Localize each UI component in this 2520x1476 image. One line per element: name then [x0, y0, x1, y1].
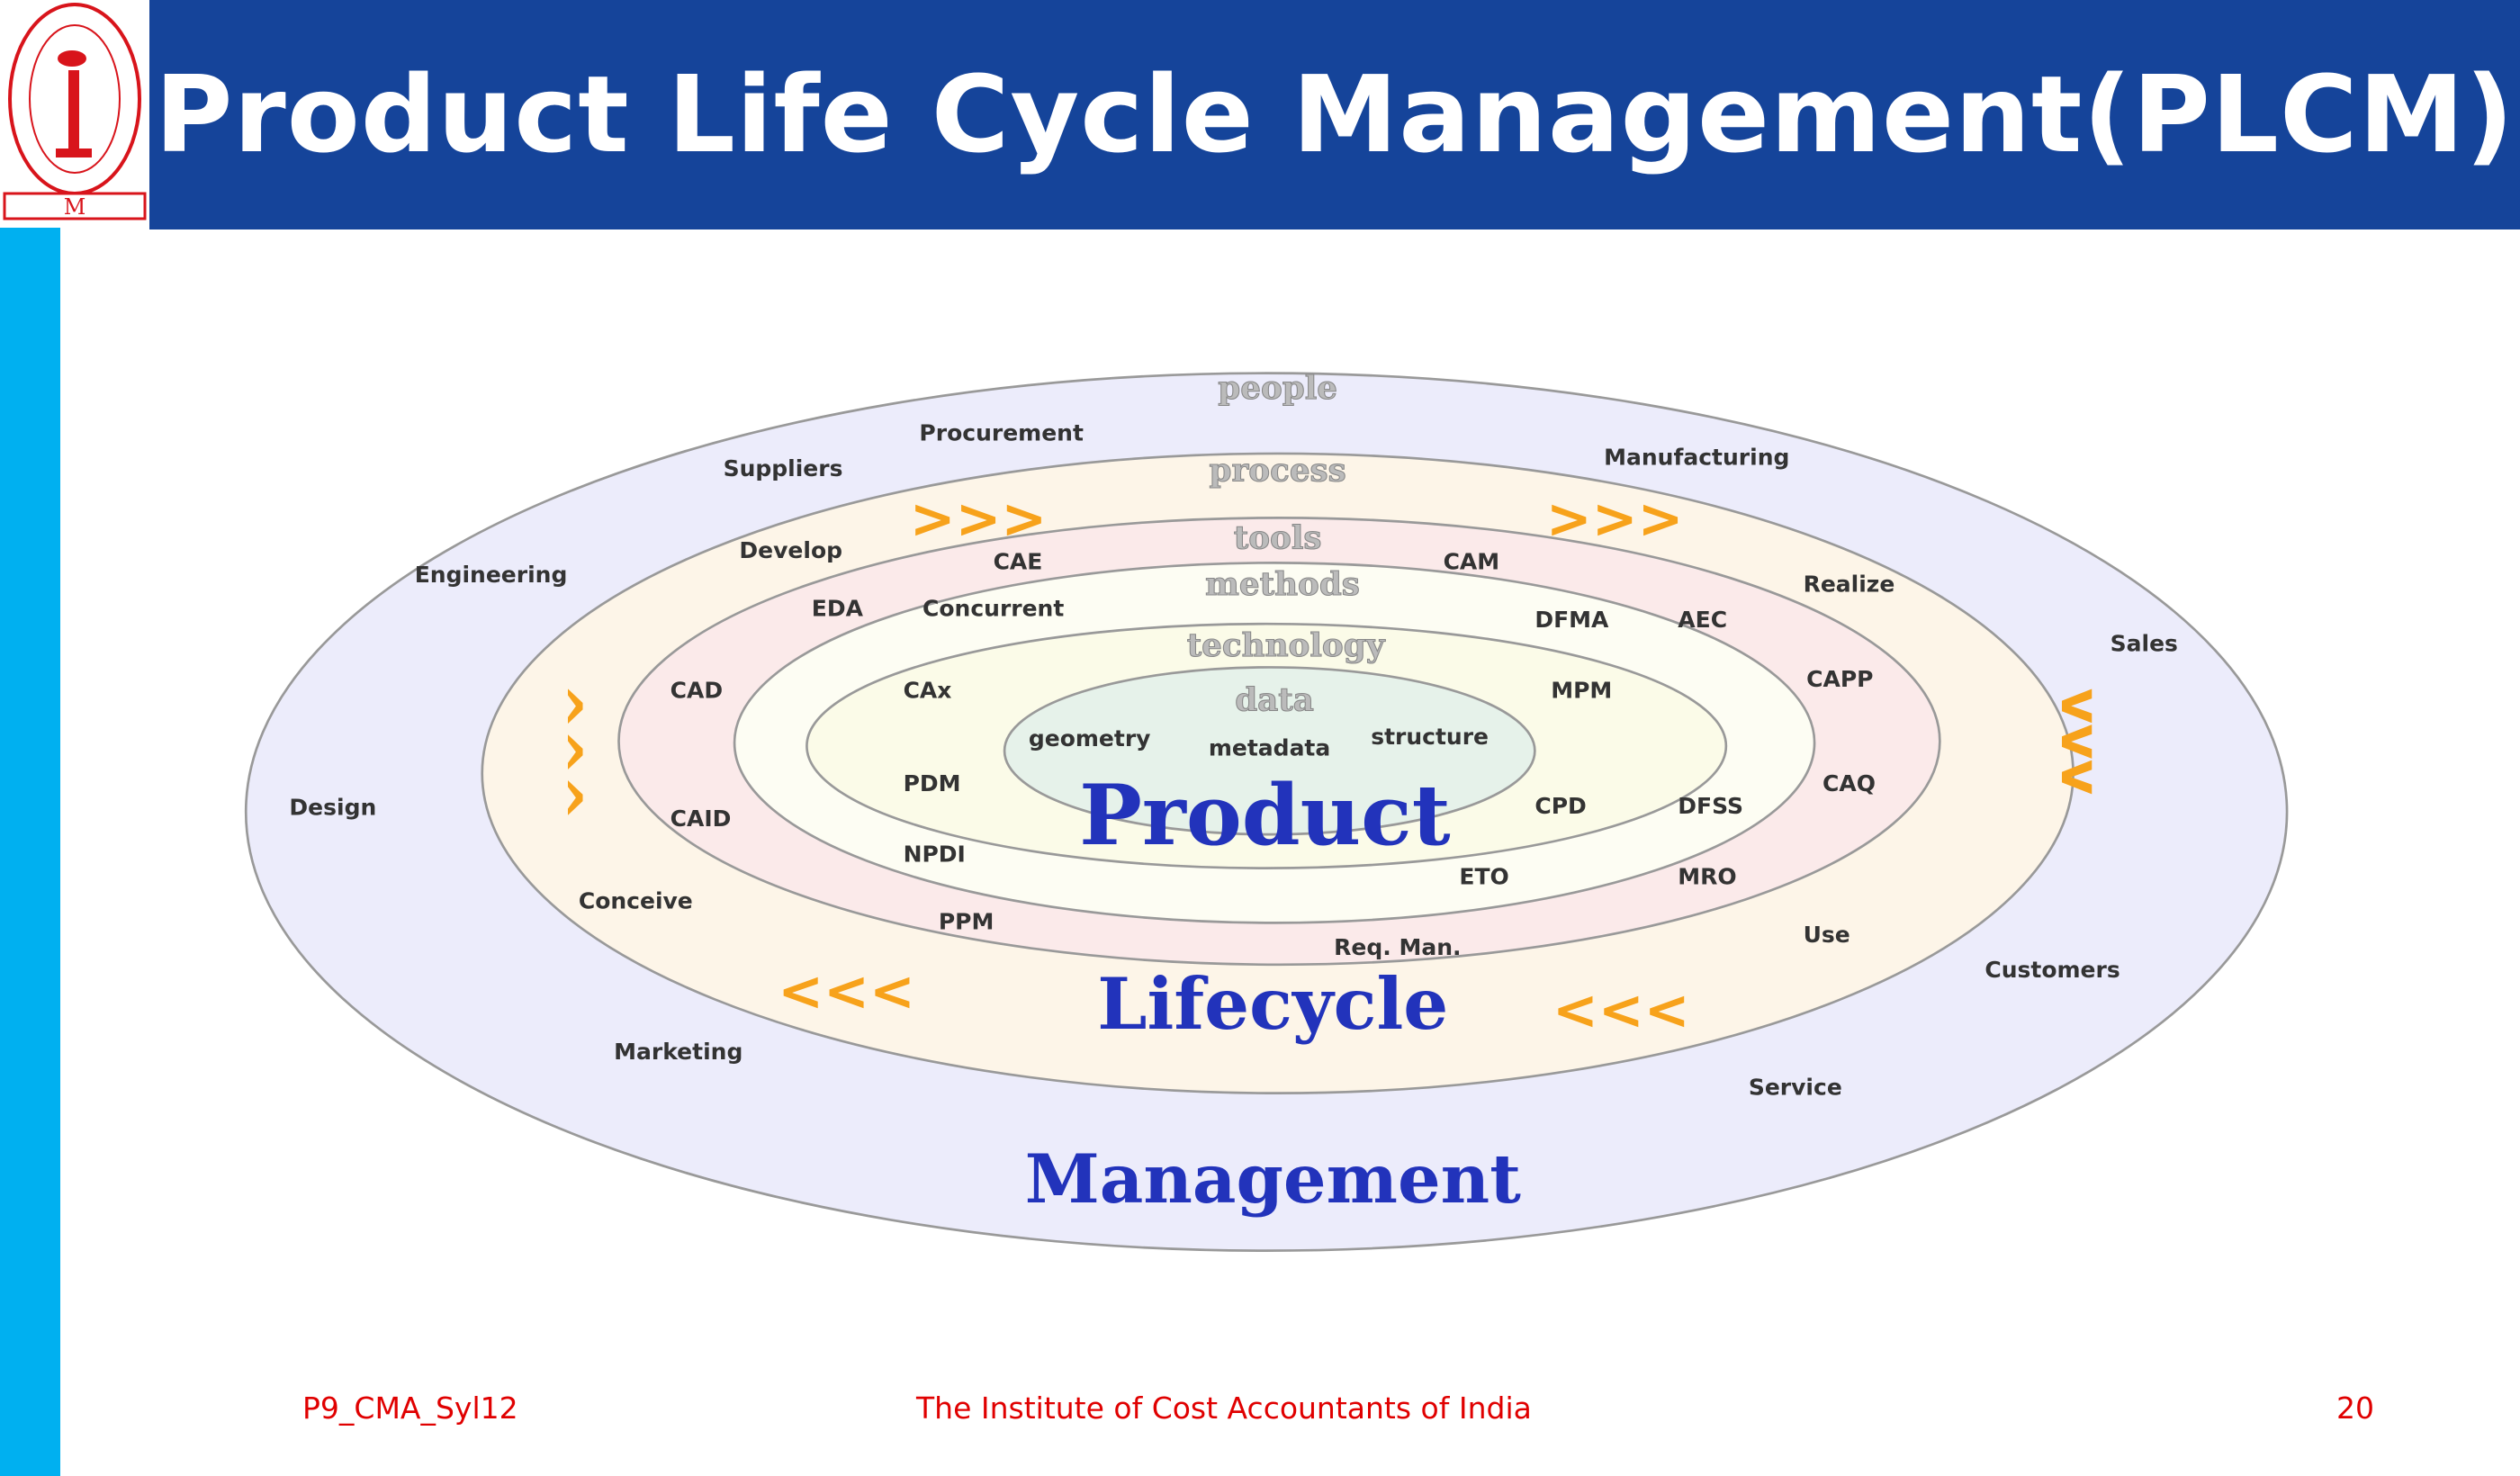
label-design: Design — [289, 795, 376, 821]
label-engineering: Engineering — [415, 562, 568, 588]
ring-label-people: people — [1218, 369, 1337, 407]
slide-title: Product Life Cycle Management(PLCM) — [155, 52, 2515, 176]
arrows-bottom-left: <<< — [778, 960, 915, 1023]
institute-logo: M — [0, 0, 149, 228]
label-aec: AEC — [1678, 607, 1727, 633]
sidebar-accent — [0, 228, 60, 1476]
label-structure: structure — [1371, 724, 1489, 750]
ring-data — [1003, 666, 1536, 836]
label-use: Use — [1804, 922, 1850, 948]
arrows-right-down: vvv — [2048, 688, 2111, 796]
label-eda: EDA — [812, 595, 864, 621]
label-dfss: DFSS — [1678, 793, 1743, 819]
label-geometry: geometry — [1029, 725, 1151, 752]
arrows-top-left: >>> — [910, 488, 1048, 551]
label-caq: CAQ — [1822, 770, 1876, 796]
label-eto: ETO — [1459, 864, 1508, 890]
label-develop: Develop — [739, 537, 842, 563]
arrows-bottom-right: <<< — [1552, 979, 1690, 1042]
footer-page-number: 20 — [2336, 1390, 2374, 1426]
label-capp: CAPP — [1806, 666, 1873, 692]
ring-label-tools: tools — [1234, 518, 1322, 556]
label-concurrent: Concurrent — [922, 595, 1064, 621]
center-product: Product — [1079, 766, 1451, 864]
label-cae: CAE — [994, 549, 1043, 575]
label-procurement: Procurement — [919, 420, 1084, 446]
label-mpm: MPM — [1551, 677, 1612, 703]
label-pdm: PDM — [904, 770, 961, 796]
outer-labels: Procurement Suppliers Manufacturing Engi… — [289, 420, 2177, 1101]
label-conceive: Conceive — [579, 887, 693, 914]
label-mro: MRO — [1678, 864, 1736, 890]
arrows-top-right: >>> — [1546, 488, 1684, 551]
header-bar — [149, 0, 2520, 230]
label-npdi: NPDI — [904, 842, 966, 868]
label-cax: CAx — [904, 677, 952, 703]
svg-text:M: M — [64, 194, 86, 220]
label-realize: Realize — [1804, 572, 1895, 598]
label-caid: CAID — [670, 806, 732, 832]
label-cpd: CPD — [1534, 793, 1586, 819]
center-management: Management — [1025, 1139, 1522, 1219]
label-sales: Sales — [2110, 631, 2178, 657]
footer-code: P9_CMA_Syl12 — [302, 1390, 518, 1426]
label-dfma: DFMA — [1534, 607, 1609, 633]
label-manufacturing: Manufacturing — [1604, 444, 1789, 470]
label-marketing: Marketing — [614, 1039, 742, 1065]
label-service: Service — [1749, 1074, 1842, 1100]
arrows-left-up: ^^^ — [530, 683, 593, 821]
ring-label-technology: technology — [1187, 626, 1386, 664]
ring-label-data: data — [1235, 681, 1314, 719]
ring-label-methods: methods — [1205, 565, 1360, 603]
label-metadata: metadata — [1209, 735, 1330, 761]
ring-label-process: process — [1210, 451, 1346, 489]
label-cad: CAD — [670, 677, 723, 703]
label-req-man: Req. Man. — [1334, 934, 1461, 960]
footer-institute: The Institute of Cost Accountants of Ind… — [916, 1390, 1532, 1426]
center-lifecycle: Lifecycle — [1097, 962, 1448, 1046]
label-cam: CAM — [1444, 549, 1500, 575]
label-suppliers: Suppliers — [724, 455, 843, 482]
label-ppm: PPM — [939, 909, 994, 935]
label-customers: Customers — [1984, 957, 2120, 983]
